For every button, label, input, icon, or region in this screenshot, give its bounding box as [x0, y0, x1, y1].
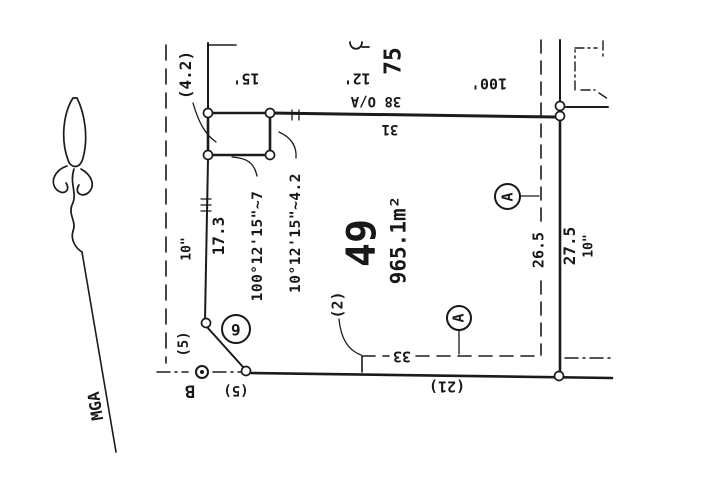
structure-outline-dash-dot	[574, 40, 609, 100]
reference-21: (21)	[428, 377, 466, 396]
survey-mark-bullseye	[195, 365, 209, 379]
dimension-100ft: 100'	[470, 74, 508, 93]
reference-5-west: (5)	[176, 331, 192, 357]
survey-mark-b-label: B	[184, 380, 196, 401]
dimension-15ft: 15'	[232, 69, 260, 88]
reference-5-south: (5)	[223, 382, 249, 398]
reference-2: (2)	[328, 291, 347, 319]
lot-area: 965.1m²	[386, 195, 411, 285]
north-datum-label: MGA	[83, 390, 108, 422]
north-arrow	[52, 97, 117, 453]
dimension-10in-east: 10"	[581, 234, 597, 258]
dimension-33: 33	[392, 347, 412, 366]
circled-reference-6: 6	[221, 314, 251, 344]
easement-dashed-line	[361, 39, 542, 373]
dimension-26-5: 26.5	[529, 231, 548, 269]
bearing-label-west: 100°12'15"~7	[249, 190, 266, 302]
dimension-17-3: 17.3	[209, 216, 228, 256]
adjoining-lot-number: 75	[380, 47, 407, 75]
leader-lines	[192, 102, 540, 356]
dimension-12ft: 12'	[343, 69, 371, 88]
partial-text-mark	[349, 41, 370, 50]
circled-reference-a-south: A	[446, 305, 472, 331]
dimension-27-5: 27.5	[560, 226, 579, 266]
dimension-10in-west: 10"	[179, 237, 195, 261]
alignment-dash-dot-line	[156, 357, 616, 373]
dimension-31: 31	[381, 121, 399, 137]
bearing-label-jog: 10°12'15"~4.2	[287, 173, 304, 293]
lot-number: 49	[339, 218, 385, 268]
corner-peg-circles	[200, 100, 566, 382]
circled-reference-a-east: A	[494, 183, 521, 210]
tick-marks	[200, 109, 300, 212]
dimension-offset-4-2: (4.2)	[176, 50, 195, 100]
dimension-38-overall: 38 O/A	[350, 93, 402, 109]
